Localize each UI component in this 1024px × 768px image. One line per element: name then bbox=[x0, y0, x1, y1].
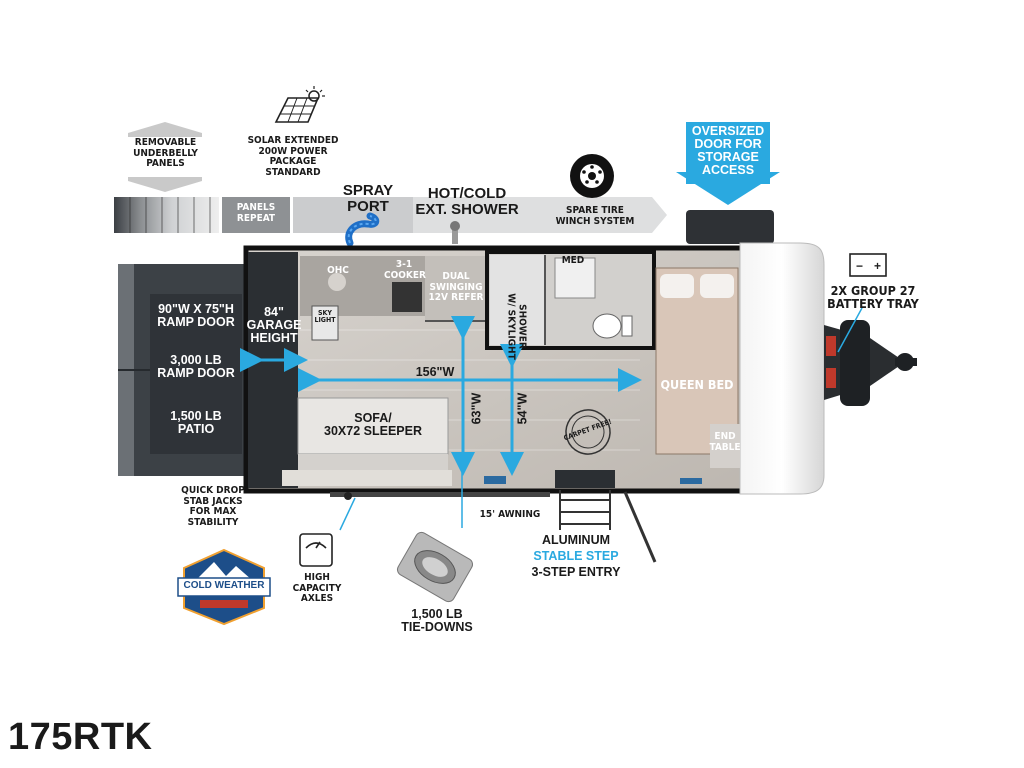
front-cap bbox=[739, 242, 825, 495]
stab-jacks-label: QUICK DROP STAB JACKS FOR MAX STABILITY bbox=[181, 485, 245, 528]
shower-skylight-label: SHOWER W/ SKYLIGHT bbox=[506, 293, 528, 360]
model-name: 175RTK bbox=[8, 716, 153, 758]
oversized-door-arrow bbox=[676, 122, 780, 205]
aluminum-label: ALUMINUM bbox=[541, 533, 611, 547]
queen-bed bbox=[655, 267, 739, 455]
high-capacity-axles-label: HIGH CAPACITY AXLES bbox=[292, 572, 342, 604]
solar-panel-icon bbox=[274, 86, 325, 123]
front-storage-box bbox=[686, 210, 774, 244]
battery-tray-label: 2X GROUP 27 BATTERY TRAY bbox=[827, 283, 919, 312]
garage-height-label: 84" GARAGE HEIGHT bbox=[246, 305, 302, 346]
sofa-label: SOFA/ 30x72 SLEEPER bbox=[324, 411, 422, 439]
med-label: MED bbox=[561, 255, 585, 266]
width-156-label: 156"W bbox=[415, 365, 455, 379]
queen-bed-label: QUEEN BED bbox=[660, 377, 734, 392]
axle-scale-icon bbox=[299, 533, 333, 567]
step-entry-label: 3-STEP ENTRY bbox=[531, 565, 621, 579]
carpet-free-stamp bbox=[565, 409, 611, 455]
patio-label: 1,500 LB PATIO bbox=[170, 409, 222, 437]
cold-weather-label: COLD WEATHER bbox=[183, 580, 265, 591]
awning bbox=[330, 492, 550, 500]
tie-downs-label: 1,500 LB TIE-DOWNS bbox=[401, 607, 473, 635]
width-63-label: 63"W bbox=[469, 392, 484, 425]
ohc-label: OHC bbox=[327, 265, 349, 276]
ramp-door bbox=[118, 264, 246, 476]
cold-weather-badge bbox=[177, 548, 271, 626]
oversized-door-label: OVERSIZED DOOR FOR STORAGE ACCESS bbox=[691, 124, 765, 178]
shower-faucet-icon bbox=[450, 221, 460, 244]
refer-label: DUAL SWINGING 12V REFER bbox=[428, 271, 484, 303]
hitch-tongue bbox=[824, 320, 917, 406]
awning-label: 15' AWNING bbox=[479, 509, 541, 520]
width-54-label: 54"W bbox=[515, 392, 530, 425]
underbelly-arrows bbox=[128, 122, 202, 192]
sky-light-label: SKY LIGHT bbox=[314, 309, 336, 325]
sofa bbox=[282, 397, 452, 486]
ramp-door-size-label: 90"W x 75"H RAMP DOOR bbox=[157, 302, 235, 330]
hot-cold-shower-label: HOT/COLD EXT. SHOWER bbox=[415, 185, 519, 218]
stable-step-label: STABLE STEP bbox=[533, 549, 619, 563]
spare-tire-icon bbox=[570, 154, 614, 198]
spray-port-label: SPRAY PORT bbox=[342, 182, 394, 215]
solar-label: SOLAR EXTENDED 200W POWER PACKAGE STANDA… bbox=[247, 135, 339, 178]
panels-repeat-label: PANELS REPEAT bbox=[236, 202, 276, 224]
tie-down-icon bbox=[396, 531, 474, 603]
cooker-label: 3-1 COOKER bbox=[384, 259, 426, 281]
end-table-label: END TABLE bbox=[709, 431, 741, 453]
entry-steps bbox=[555, 470, 657, 563]
spare-tire-label: SPARE TIRE WINCH SYSTEM bbox=[555, 205, 635, 227]
battery-icon: − + bbox=[849, 253, 887, 277]
dimension-arrows bbox=[240, 316, 642, 476]
underbelly-band bbox=[114, 197, 667, 233]
removable-underbelly-label: REMOVABLE UNDERBELLY PANELS bbox=[133, 137, 198, 169]
spray-port-hose-icon bbox=[345, 212, 380, 247]
svg-text:−: − bbox=[856, 259, 863, 273]
svg-text:+: + bbox=[874, 259, 881, 273]
ramp-door-weight-label: 3,000 LB RAMP DOOR bbox=[157, 353, 235, 381]
